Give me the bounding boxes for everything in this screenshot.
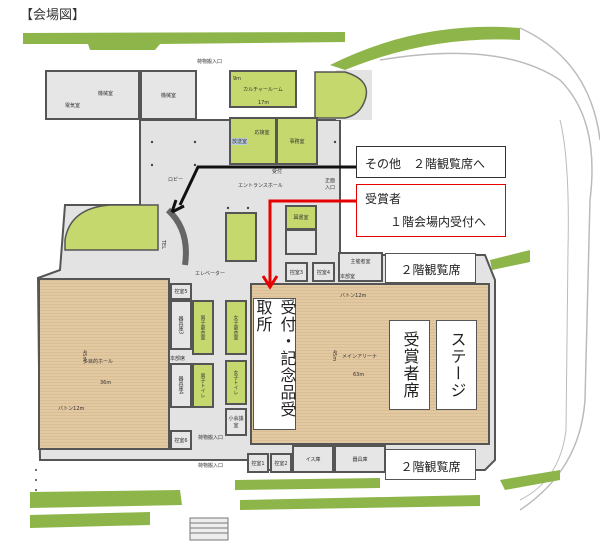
room-hikae3: 控室3 — [285, 262, 308, 282]
room-tosho-annex — [285, 229, 317, 255]
room-women-locker: 女子更衣室 — [225, 300, 247, 355]
label-tel: TEL — [160, 240, 166, 249]
room-housou: 放送室 — [232, 138, 248, 145]
label-honbuseki: 本部席 — [170, 356, 186, 362]
room-men-locker: 男子更衣室 — [192, 300, 214, 355]
room-women-toilet: 女子トイレ — [225, 360, 247, 405]
room-isu: イス庫 — [292, 445, 334, 473]
multi-hall-baton: バトン12m — [58, 406, 85, 412]
red-arrowhead — [261, 275, 279, 290]
culture-length: 17m — [258, 100, 270, 106]
steps — [189, 517, 229, 541]
room-kigu3: 器具庫3 — [170, 300, 192, 350]
green-strip-bottom-left — [30, 490, 182, 508]
label-lobby: ロビー — [168, 177, 184, 183]
room-hikae4: 控室4 — [312, 262, 335, 282]
label-nimotsu-top: 荷物搬入口 — [197, 59, 223, 65]
label-entrance-hall: エントランスホール — [238, 183, 283, 189]
room-tosho: 図書室 — [285, 205, 317, 230]
room-hikae2: 控室2 — [270, 453, 292, 473]
room-shusai: 主催者室 — [338, 252, 383, 282]
room-kikai2: 機械室 — [140, 70, 197, 120]
multipurpose-hall — [38, 278, 170, 450]
main-arena-depth: 45m — [331, 350, 337, 362]
room-honbu: 本部室 — [340, 274, 356, 280]
callout-awardee-line1: 受賞者 — [365, 192, 402, 206]
room-hikae6: 控室6 — [170, 430, 192, 450]
room-hikae1: 控室1 — [247, 453, 269, 473]
red-route-arrow — [268, 199, 357, 284]
callout-awardee: 受賞者 １階会場内受付へ — [356, 184, 506, 237]
multi-hall-name: 多目的ホール — [83, 359, 114, 365]
label-main-entrance: 正面入口 — [325, 178, 336, 191]
room-denki: 電気室 — [45, 70, 140, 120]
label-nimotsu-mid: 荷物搬入口 — [198, 435, 224, 441]
room-men-toilet: 男子トイレ — [192, 363, 214, 408]
green-strip-top — [23, 32, 345, 50]
room-toilet-center — [225, 212, 257, 262]
reception-box: 受付・記念品受取所 — [253, 298, 297, 430]
black-route-arrow — [178, 165, 357, 206]
green-strip-top-right — [330, 26, 520, 70]
room-jimu: 事務室 — [276, 117, 318, 165]
stage-box: ステージ — [436, 320, 477, 410]
room-kigu4: 器具庫4 — [170, 363, 192, 408]
room-culture: カルチャールーム — [229, 70, 297, 108]
black-arrowhead — [170, 199, 185, 214]
callout-gallery-top: ２階観覧席 — [385, 253, 476, 283]
label-nimotsu-bottom: 荷物搬入口 — [198, 463, 224, 469]
room-kigu: 器具庫 — [334, 445, 386, 473]
callout-awardee-line2: １階会場内受付へ — [390, 215, 487, 229]
callout-gallery-bottom: ２階観覧席 — [385, 449, 476, 480]
room-shoukaigi: 小会議室 — [225, 408, 247, 436]
label-elevator: エレベーター — [195, 271, 226, 277]
label-uketsuke-small: 受付 — [272, 169, 283, 175]
culture-width: 9m — [233, 76, 242, 82]
awardee-seats-box: 受賞者席 — [389, 320, 430, 410]
multi-hall-depth: 45m — [81, 350, 87, 362]
main-arena-width: 63m — [353, 372, 365, 378]
room-hikae5: 控室5 — [170, 283, 192, 300]
multi-hall-width: 36m — [100, 380, 112, 386]
main-arena-baton: バトン12m — [340, 293, 367, 299]
room-kikai1-label: 機械室 — [98, 91, 114, 97]
callout-other: その他 ２階観覧席へ — [356, 146, 506, 178]
green-room-west — [64, 204, 159, 251]
map-title: 【会場図】 — [20, 8, 86, 23]
main-arena-name: メインアリーナ — [342, 354, 378, 360]
